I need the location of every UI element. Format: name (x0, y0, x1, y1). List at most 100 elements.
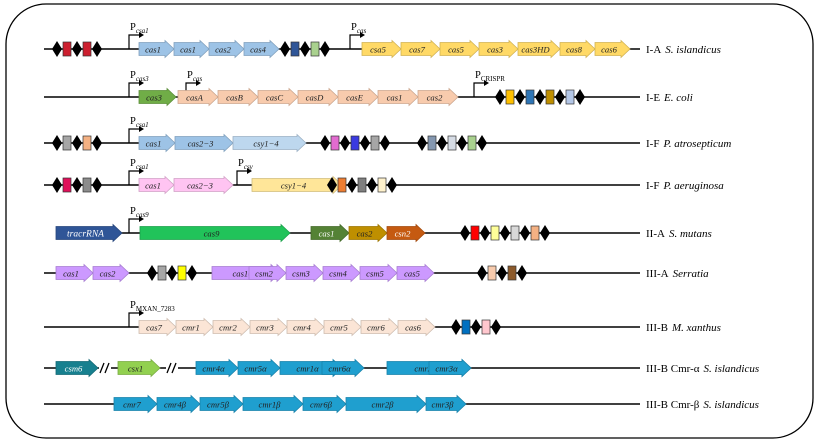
promoter-arrowhead (139, 126, 144, 132)
spacer-box (82, 41, 92, 57)
gene-label: cas2 (215, 44, 231, 54)
gene-arrow-shape (285, 263, 324, 283)
spacer-box (62, 177, 72, 193)
gene-arrow-csm2: csm2 (248, 263, 287, 283)
gene-label: csm3 (292, 268, 310, 278)
promoter-arrowhead (139, 216, 144, 222)
gene-label: cas2−3 (188, 138, 214, 148)
gene-arrow-shape (55, 263, 94, 283)
gene-label: cmr6 (367, 322, 385, 332)
spacer-box (337, 177, 347, 193)
gene-arrow-shape (517, 39, 561, 59)
gene-arrow-cas1: cas1 (138, 39, 175, 59)
gene-arrow-cas2: cas2 (348, 223, 388, 243)
gene-arrow-shape (138, 175, 175, 195)
promoter-cas: Pcas (349, 22, 366, 49)
spacer-box (370, 135, 380, 151)
promoter-arrow (128, 34, 139, 49)
gene-arrow-shape (478, 39, 519, 59)
gene-label: cmr3 (256, 322, 274, 332)
gene-arrow-cas8: cas8 (559, 39, 596, 59)
gene-label: cmr4 (293, 322, 311, 332)
break-gap (99, 363, 111, 373)
gene-arrow-cas5: cas5 (439, 39, 480, 59)
gene-arrow-shape (117, 358, 161, 378)
break-gap (166, 363, 178, 373)
gene-label: tracrRNA (67, 229, 104, 239)
spacer-box (487, 265, 497, 281)
repeat-diamond (540, 225, 550, 241)
gene-arrow-shape (237, 358, 281, 378)
gene-arrow-shape (55, 223, 123, 243)
repeat-diamond (515, 89, 525, 105)
gene-arrow-shape (232, 133, 307, 153)
gene-label: cas2 (357, 228, 373, 238)
gene-arrow-shape (425, 394, 467, 414)
crispr-array (280, 41, 330, 57)
promoter-arrow (128, 312, 139, 327)
gene-label: csa5 (370, 44, 386, 54)
gene-label: cmr1 (182, 322, 200, 332)
gene-arrow-casd: casD (297, 87, 339, 107)
gene-arrow-shape (286, 317, 325, 337)
gene-label: cas9 (204, 228, 220, 238)
promoter-csa1: Pcsa1 (128, 22, 149, 49)
gene-label: cas3HD (521, 44, 550, 54)
gene-arrow-shape (173, 175, 234, 195)
gene-arrow-cmr7: cmr7 (113, 394, 158, 414)
gene-arrow-csm3: csm3 (285, 263, 324, 283)
gene-arrow-cmr2: cmr2β (345, 394, 427, 414)
gene-arrow-shape (55, 358, 99, 378)
gene-arrow-cas1: cas1 (55, 263, 94, 283)
repeat-diamond (497, 265, 507, 281)
gene-label: cmr7 (123, 399, 141, 409)
gene-label: cas7 (409, 44, 425, 54)
gene-label: cmr2 (219, 322, 237, 332)
gene-label: csn2 (395, 228, 411, 238)
gene-arrow-shape (417, 87, 459, 107)
spacer-box (470, 225, 480, 241)
gene-label: cmr3α (435, 363, 458, 373)
gene-label: cas4 (250, 44, 266, 54)
gene-arrow-shape (174, 133, 234, 153)
promoter-label: PMXAN_7283 (130, 300, 175, 313)
gene-arrow-shape (173, 39, 210, 59)
break-slash (166, 362, 172, 374)
gene-arrow-shape (345, 394, 427, 414)
spacer-box (481, 319, 491, 335)
gene-label: cmr5α (244, 363, 267, 373)
repeat-diamond (360, 135, 370, 151)
gene-arrow-csn2: csn2 (386, 223, 426, 243)
repeat-diamond (367, 177, 377, 193)
gene-arrow-shape (156, 394, 201, 414)
repeat-diamond (471, 319, 481, 335)
gene-arrow-cas3: cas3 (138, 87, 177, 107)
repeat-diamond (320, 41, 330, 57)
promoter-label: Pcas9 (130, 206, 149, 219)
repeat-diamond (417, 135, 427, 151)
gene-arrow-cas7: cas7 (400, 39, 441, 59)
promoter-csy: Pcsy (236, 158, 254, 185)
gene-arrow-casb: casB (217, 87, 259, 107)
gene-label: csx1 (128, 363, 143, 373)
gene-arrow-shape (113, 394, 158, 414)
break-slash (104, 362, 110, 374)
spacer-box (545, 89, 555, 105)
gene-arrow-cmr2: cmr2 (212, 317, 251, 337)
promoter-arrowhead (196, 80, 201, 86)
gene-arrow-cmr4: cmr4 (286, 317, 325, 337)
crispr-array (417, 135, 487, 151)
gene-label: cas1 (63, 268, 79, 278)
promoter-label: Pcas (187, 70, 202, 83)
gene-arrow-cmr3: cmr3 (249, 317, 288, 337)
spacer-box (177, 265, 187, 281)
promoter-label: Pcas3 (130, 70, 149, 83)
repeat-diamond (520, 225, 530, 241)
gene-label: csm4 (329, 268, 347, 278)
